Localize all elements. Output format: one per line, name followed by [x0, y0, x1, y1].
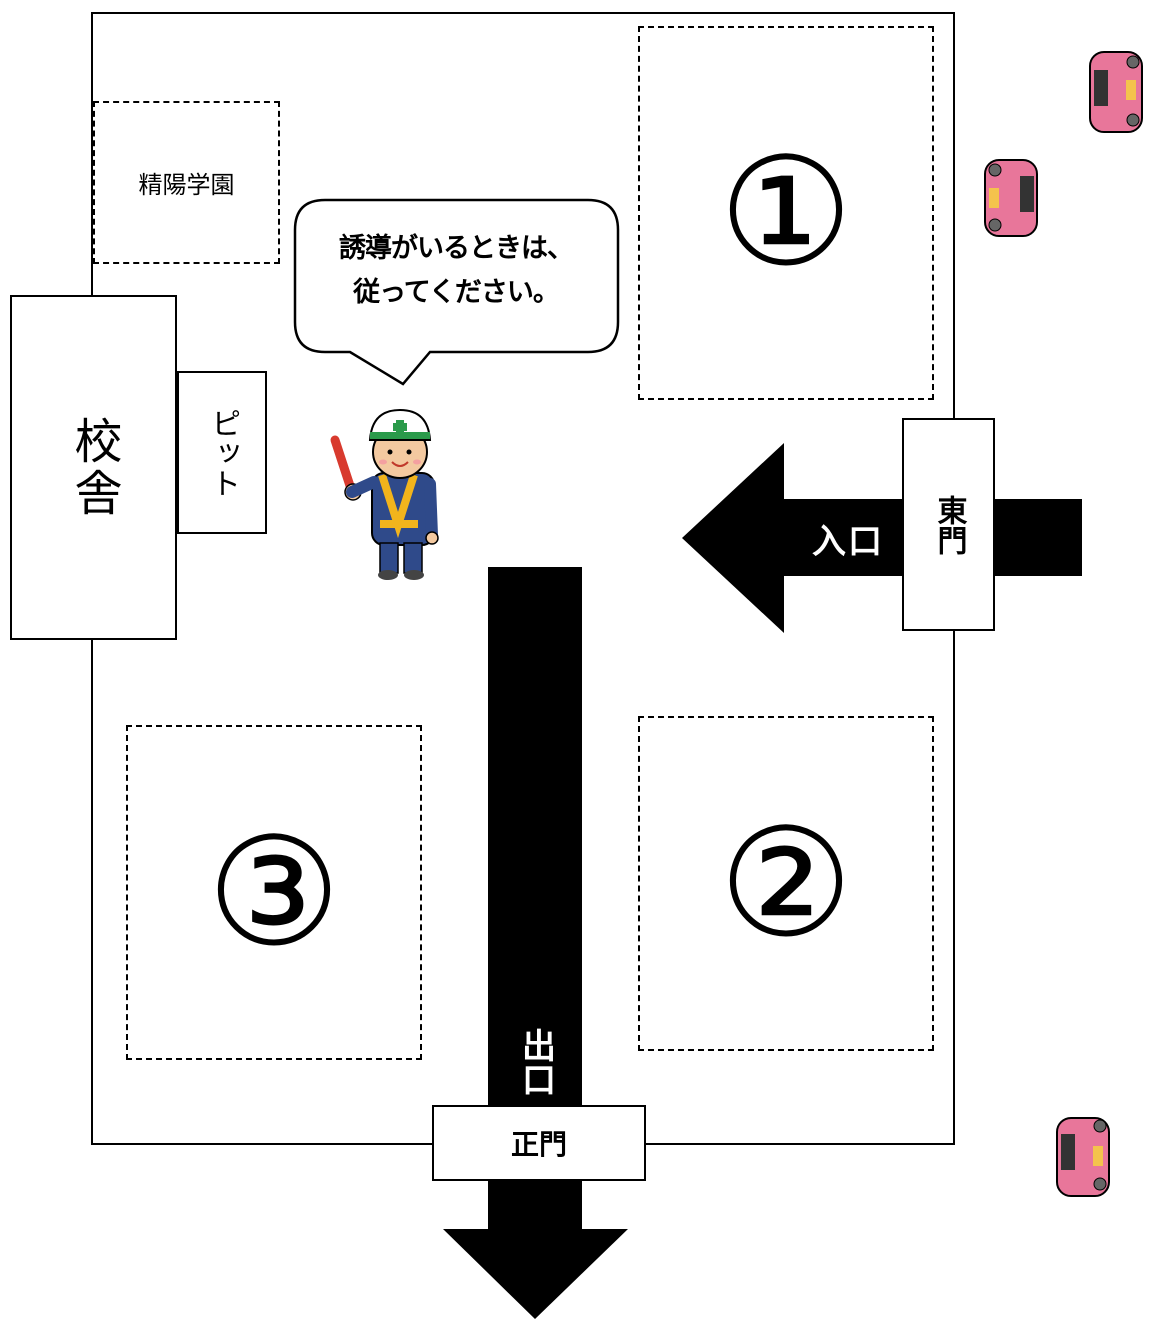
pink-car-icon	[1089, 51, 1143, 133]
pink-car-icon	[984, 159, 1038, 237]
pit: ピット	[177, 371, 267, 534]
parking-zone-3: ③	[126, 725, 422, 1060]
parking-zone-1: ①	[638, 26, 934, 400]
pit-label: ピット	[205, 407, 240, 498]
main-gate-label: 正門	[510, 1128, 567, 1161]
seiyo-gakuen-area: 精陽学園	[93, 101, 280, 264]
east-gate: 東門	[902, 418, 995, 631]
entrance-arrow	[682, 443, 1082, 633]
seiyo-gakuen-label: 精陽学園	[138, 171, 235, 199]
speech-bubble: 誘導がいるときは、 従ってください。	[300, 225, 612, 335]
speech-bubble-line-2: 従ってください。	[353, 277, 560, 308]
school-building-label: 校舎	[65, 415, 122, 520]
parking-zone-2-label: ②	[718, 796, 854, 971]
east-gate-label: 東門	[931, 494, 967, 555]
parking-zone-3-label: ③	[206, 805, 342, 980]
pink-car-icon	[1056, 1117, 1110, 1197]
main-gate: 正門	[432, 1105, 646, 1181]
parking-zone-2: ②	[638, 716, 934, 1051]
entrance-label: 入口	[812, 521, 884, 562]
speech-bubble-line-1: 誘導がいるときは、	[339, 233, 574, 264]
parking-zone-1-label: ①	[718, 126, 854, 300]
school-building: 校舎	[10, 295, 177, 640]
exit-label: 出口	[515, 1028, 556, 1096]
